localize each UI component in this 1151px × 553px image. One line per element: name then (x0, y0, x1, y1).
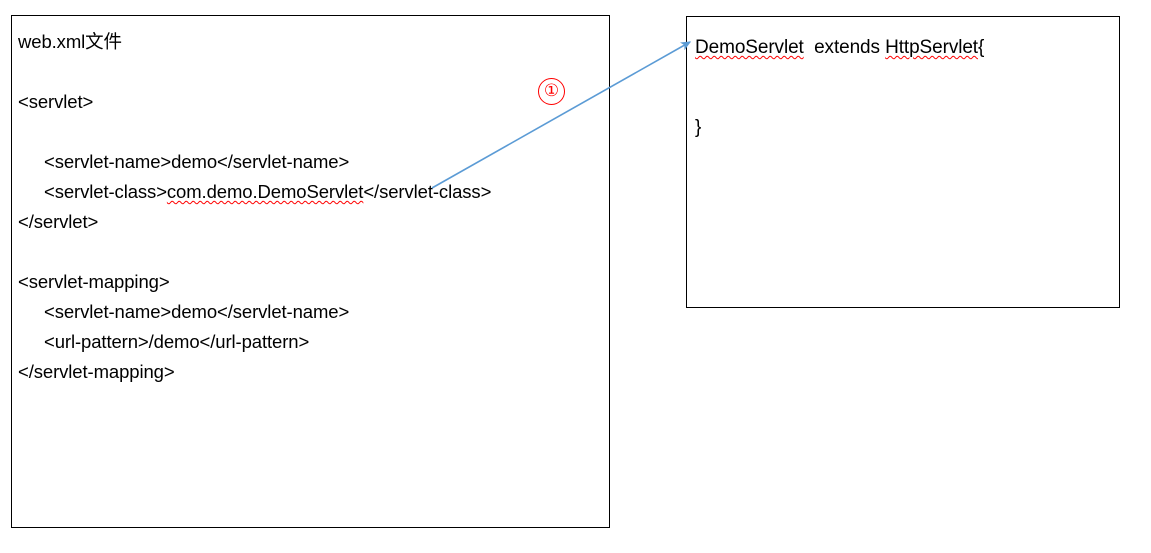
web-xml-code-block: web.xml文件 <servlet> <servlet-name>demo</… (12, 16, 609, 387)
xml-servlet-class-close: </servlet-class> (363, 181, 492, 202)
java-extends-keyword: extends (803, 37, 886, 58)
xml-url-pattern-line: <url-pattern>/demo</url-pattern> (44, 331, 310, 352)
java-class-name: DemoServlet (695, 37, 804, 58)
java-class-declaration-line: DemoServlet extends HttpServlet{ (695, 34, 1111, 62)
web-xml-panel: web.xml文件 <servlet> <servlet-name>demo</… (11, 15, 610, 528)
xml-title-line: web.xml文件 (18, 31, 122, 52)
xml-mapping-servlet-name-line: <servlet-name>demo</servlet-name> (44, 301, 350, 322)
xml-servlet-close-tag: </servlet> (18, 211, 99, 232)
xml-servlet-mapping-open-tag: <servlet-mapping> (18, 271, 170, 292)
xml-servlet-mapping-close-tag: </servlet-mapping> (18, 361, 175, 382)
xml-servlet-open-tag: <servlet> (18, 91, 94, 112)
java-close-brace-line: } (695, 117, 702, 138)
xml-blank-line-3 (18, 237, 601, 267)
xml-servlet-class-open: <servlet-class> (44, 181, 167, 202)
xml-blank-line-2 (18, 117, 601, 147)
java-blank-region (695, 62, 1111, 114)
xml-blank-line-1 (18, 57, 601, 87)
xml-servlet-name-line: <servlet-name>demo</servlet-name> (44, 151, 350, 172)
xml-servlet-class-line: <servlet-class>com.demo.DemoServlet</ser… (18, 177, 601, 207)
callout-marker-1: ① (538, 78, 565, 105)
java-class-panel: DemoServlet extends HttpServlet{ } (686, 16, 1120, 308)
java-super-class-name: HttpServlet (885, 37, 978, 58)
java-open-brace: { (978, 37, 985, 58)
java-code-block: DemoServlet extends HttpServlet{ } (687, 17, 1119, 142)
xml-servlet-class-value: com.demo.DemoServlet (166, 181, 364, 202)
